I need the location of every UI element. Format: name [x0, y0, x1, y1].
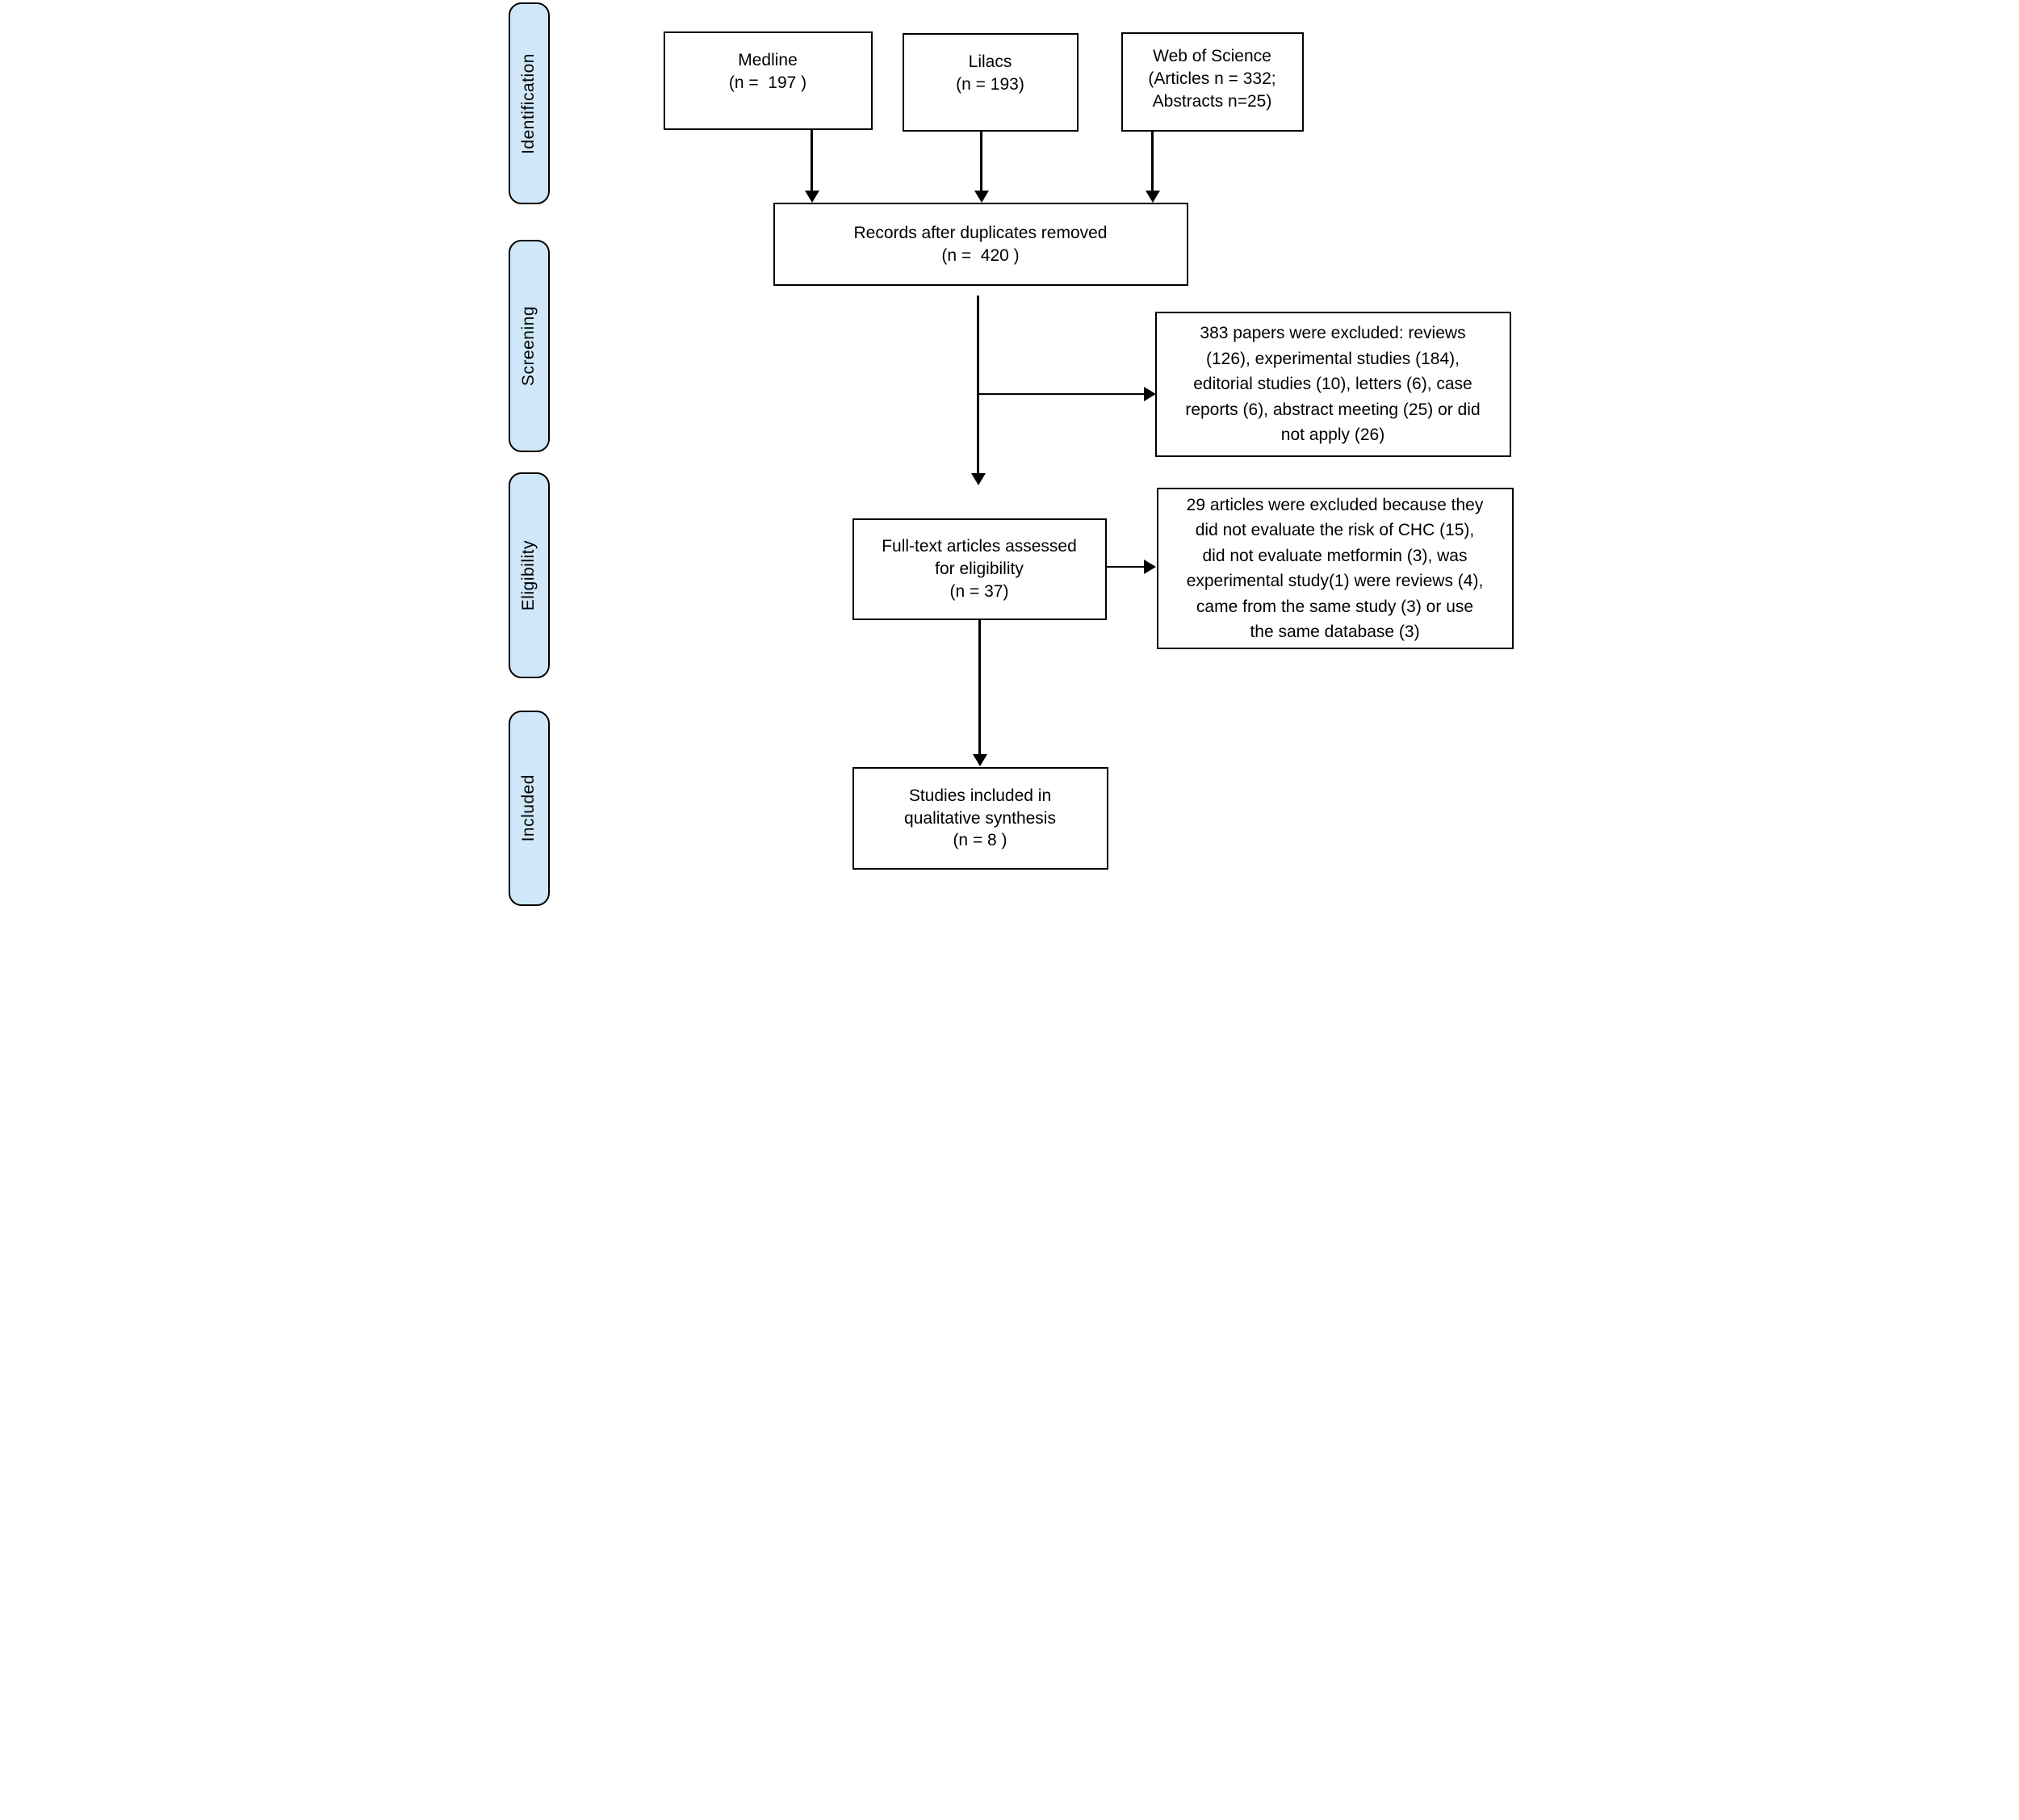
records-box-count: (n = 420 )	[941, 245, 1020, 265]
included-box: Studies included in qualitative synthesi…	[852, 767, 1108, 870]
arrow-medline-to-records-shaft	[811, 130, 813, 191]
source-box-medline-title: Medline	[738, 51, 798, 69]
arrow-records-to-fulltext-shaft	[977, 296, 979, 473]
excluded-screening-text: 383 papers were excluded: reviews (126),…	[1185, 324, 1481, 445]
records-box-title: Records after duplicates removed	[853, 223, 1108, 242]
arrow-lilacs-to-records-shaft	[980, 132, 982, 191]
source-box-web-of-science: Web of Science (Articles n = 332; Abstra…	[1121, 32, 1304, 132]
source-box-lilacs-count: (n = 193)	[956, 74, 1024, 94]
stage-label-eligibility: Eligibility	[508, 472, 550, 678]
excluded-eligibility-box: 29 articles were excluded because they d…	[1156, 488, 1514, 649]
arrow-fulltext-to-excluded-eligibility-shaft	[1106, 565, 1144, 568]
excluded-eligibility-text: 29 articles were excluded because they d…	[1186, 495, 1484, 642]
source-box-web-of-science-count: (Articles n = 332; Abstracts n=25)	[1148, 69, 1276, 111]
prisma-flow-diagram: Identification Screening Eligibility Inc…	[505, 0, 1514, 910]
fulltext-box-title: Full-text articles assessed for eligibil…	[882, 537, 1077, 579]
arrow-branch-to-excluded-screening-shaft	[977, 392, 1144, 396]
source-box-medline-count: (n = 197 )	[728, 73, 807, 92]
arrow-branch-to-excluded-screening-head	[1143, 387, 1156, 401]
arrow-medline-to-records-head	[804, 191, 819, 203]
stage-label-screening: Screening	[508, 240, 550, 452]
records-box: Records after duplicates removed (n = 42…	[773, 203, 1188, 286]
arrow-wos-to-records-shaft	[1151, 132, 1154, 191]
arrow-records-to-fulltext-head	[970, 473, 986, 485]
fulltext-box-count: (n = 37)	[949, 581, 1009, 601]
included-box-count: (n = 8 )	[953, 831, 1007, 850]
stage-label-screening-text: Screening	[519, 305, 538, 387]
arrow-fulltext-to-included-head	[972, 754, 987, 766]
stage-label-included: Included	[508, 711, 550, 906]
stage-label-identification: Identification	[508, 2, 550, 204]
fulltext-box: Full-text articles assessed for eligibil…	[852, 518, 1107, 620]
arrow-fulltext-to-excluded-eligibility-head	[1143, 560, 1156, 574]
arrow-fulltext-to-included-shaft	[978, 620, 981, 754]
excluded-screening-box: 383 papers were excluded: reviews (126),…	[1154, 312, 1511, 457]
stage-label-eligibility-text: Eligibility	[519, 539, 538, 611]
source-box-medline: Medline (n = 197 )	[663, 31, 873, 130]
included-box-title: Studies included in qualitative synthesi…	[904, 786, 1056, 828]
source-box-lilacs: Lilacs (n = 193)	[902, 33, 1079, 132]
stage-label-identification-text: Identification	[519, 52, 538, 154]
stage-label-included-text: Included	[519, 774, 538, 842]
source-box-web-of-science-title: Web of Science	[1153, 47, 1271, 65]
source-box-lilacs-title: Lilacs	[968, 52, 1012, 71]
arrow-wos-to-records-head	[1145, 191, 1160, 203]
arrow-lilacs-to-records-head	[974, 191, 989, 203]
